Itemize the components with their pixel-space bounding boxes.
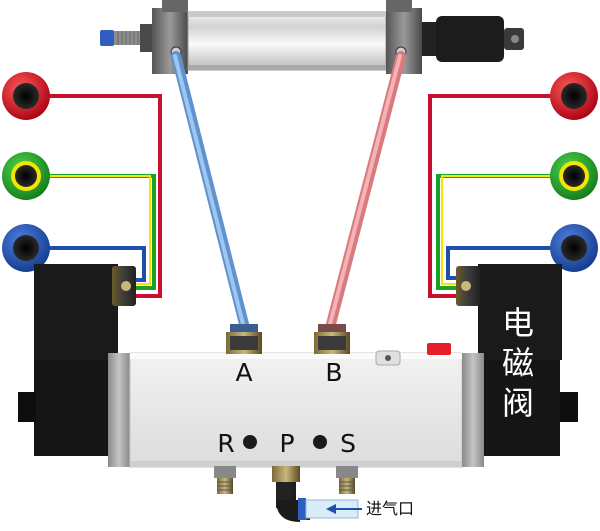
rod-nut [140,24,154,52]
port-s-exhaust [336,466,358,494]
port-b-fitting [314,324,350,354]
right-wiring [428,94,554,298]
solenoid-coil-right [456,264,578,456]
terminal-blue-right[interactable] [550,224,598,272]
port-hole-s [313,435,327,449]
air-hose-b [326,51,406,329]
solenoid-label-char-1: 电 [502,304,534,342]
port-a-label: A [235,358,252,387]
solenoid-coil-left [18,264,136,456]
port-r-exhaust [214,466,236,494]
terminal-blue-left[interactable] [2,224,50,272]
solenoid-label-char-3: 阀 [502,384,534,422]
terminal-green-left[interactable] [2,152,50,200]
port-p-label: P [279,429,294,458]
port-r-label: R [217,429,234,458]
port-s-label: S [340,429,356,458]
solenoid-label-char-2: 磁 [502,344,534,382]
port-hole-r [243,435,257,449]
terminal-red-left[interactable] [2,72,50,120]
valve-body [108,352,484,468]
port-a-fitting [226,324,262,354]
inlet-arrow-icon [326,504,362,514]
inlet-label: 进气口 [366,499,414,518]
terminal-red-right[interactable] [550,72,598,120]
terminal-green-right[interactable] [550,152,598,200]
indicator-light [427,343,451,355]
air-cylinder [100,0,524,74]
rod-end-cap [100,30,114,46]
cylinder-sensor [436,16,504,62]
port-b-label: B [325,358,342,387]
left-wiring [46,94,162,298]
air-hose-a [171,51,249,329]
cylinder-barrel [187,11,387,71]
